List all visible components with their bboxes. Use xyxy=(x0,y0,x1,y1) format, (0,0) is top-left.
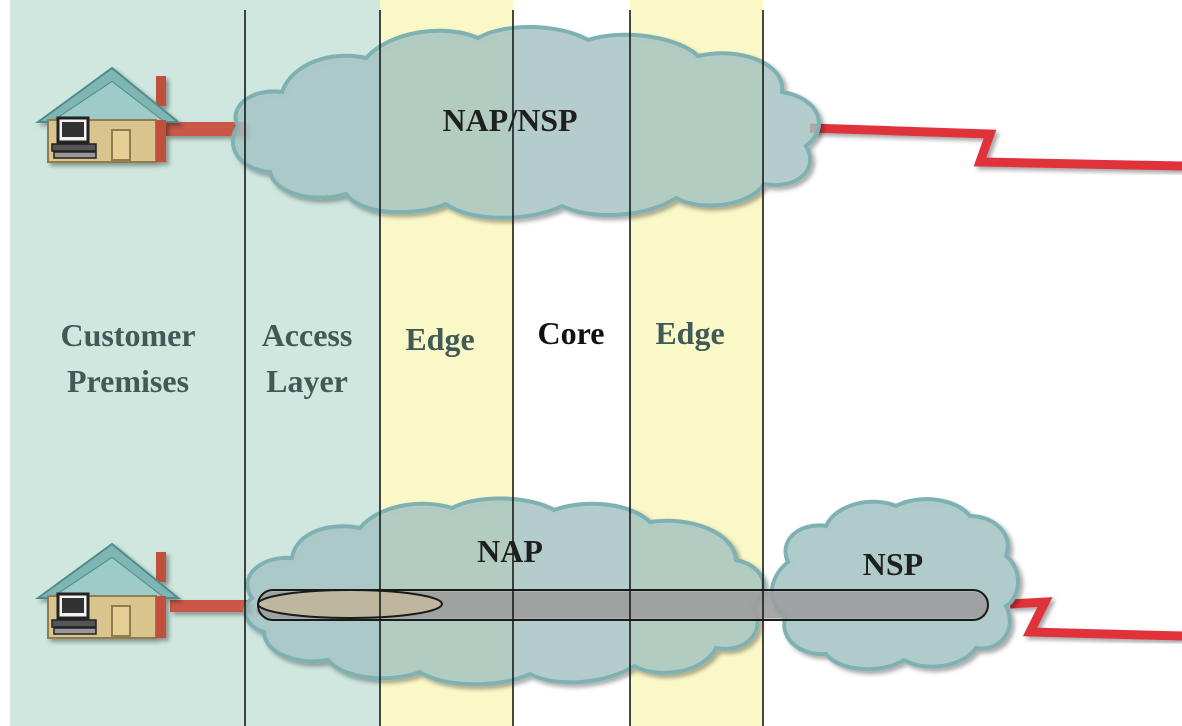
cloud-nsp xyxy=(770,497,1021,672)
label-edge-right: Edge xyxy=(655,315,724,351)
cloud-label-nap: NAP xyxy=(477,533,543,569)
door xyxy=(111,129,131,161)
house-icon xyxy=(34,542,181,639)
label-core: Core xyxy=(538,315,605,351)
cloud-label-nap-nsp: NAP/NSP xyxy=(442,102,577,138)
trim xyxy=(156,120,166,162)
tunnel-icon xyxy=(256,589,989,621)
label-customer: Customer xyxy=(60,317,195,353)
left-margin xyxy=(0,0,10,726)
chimney xyxy=(156,552,166,582)
cloud-label-nsp: NSP xyxy=(863,546,923,582)
cloud-icon xyxy=(770,497,1021,672)
house-icon xyxy=(34,66,181,163)
chimney xyxy=(156,76,166,106)
label-layer: Layer xyxy=(266,363,348,399)
label-access: Access xyxy=(262,317,353,353)
column-dividers xyxy=(244,10,764,726)
top-link xyxy=(165,122,1182,171)
door xyxy=(111,605,131,637)
bottom-link xyxy=(170,597,1182,641)
label-edge-left: Edge xyxy=(405,321,474,357)
tunnel-inner-ellipse xyxy=(257,589,443,619)
label-premises: Premises xyxy=(67,363,189,399)
zigzag-link-icon xyxy=(809,123,1182,171)
computer-icon xyxy=(51,592,97,635)
trim xyxy=(156,596,166,638)
computer-icon xyxy=(51,116,97,159)
